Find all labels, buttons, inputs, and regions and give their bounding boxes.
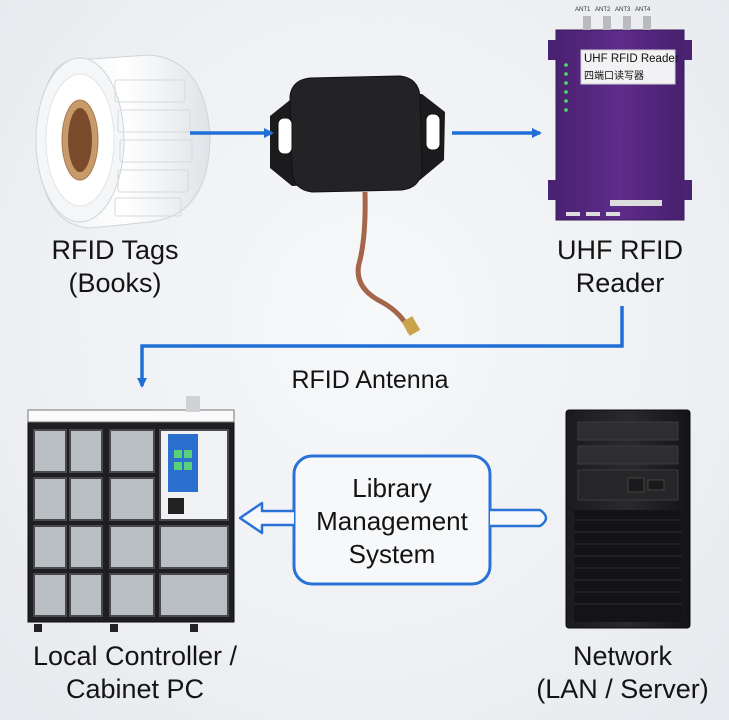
antenna-label: RFID Antenna — [291, 366, 449, 394]
reader-label-line2: Reader — [575, 268, 665, 298]
reader-title-en: UHF RFID Reader — [584, 53, 679, 65]
reader-label-line1: UHF RFID — [557, 235, 683, 265]
rfid-antenna-icon — [270, 75, 445, 336]
lms-label: Library Management System — [296, 472, 488, 571]
controller-label-line1: Local Controller / — [32, 641, 238, 671]
port-label: ANT3 — [615, 7, 631, 13]
controller-label: Local Controller / Cabinet PC — [0, 640, 270, 706]
port-label: ANT2 — [595, 7, 611, 13]
tags-label-line1: RFID Tags — [51, 235, 179, 265]
arrow-reader-to-cabinet — [137, 306, 624, 388]
uhf-rfid-reader-icon — [548, 16, 692, 221]
rfid-tag-roll-icon — [35, 54, 211, 229]
locker-cabinet-icon — [27, 396, 235, 632]
network-label-line2: (LAN / Server) — [536, 674, 709, 704]
tags-label-line2: (Books) — [68, 268, 162, 298]
network-label: Network (LAN / Server) — [520, 640, 725, 706]
lms-label-line1: Library — [352, 473, 432, 503]
tower-server-icon — [565, 409, 691, 629]
tags-label: RFID Tags (Books) — [15, 234, 215, 300]
port-label: ANT4 — [635, 7, 651, 13]
port-label: ANT1 — [575, 7, 591, 13]
reader-title-cn: 四端口读写器 — [584, 71, 644, 82]
reader-label: UHF RFID Reader — [530, 234, 710, 300]
arrow-server-to-lms — [490, 508, 548, 528]
network-label-line1: Network — [572, 641, 673, 671]
reader-port-labels: ANT1 ANT2 ANT3 ANT4 — [575, 7, 665, 13]
arrow-lms-to-cabinet — [238, 501, 294, 535]
lms-label-line3: System — [348, 539, 436, 569]
lms-label-line2: Management — [316, 506, 468, 536]
controller-label-line2: Cabinet PC — [65, 674, 205, 704]
